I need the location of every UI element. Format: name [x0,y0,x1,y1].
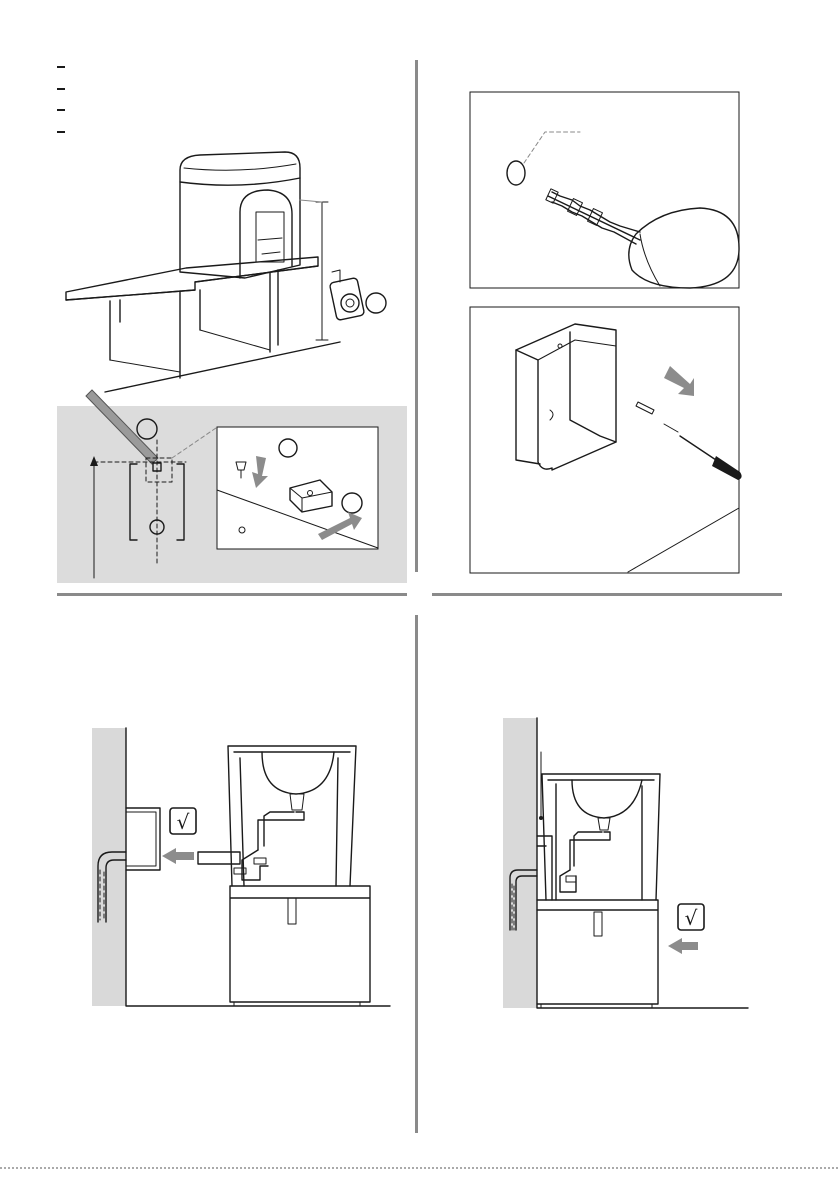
wall-section [92,728,126,1006]
arrow-icon-alt [668,938,698,954]
separator-bottom [415,615,418,1133]
separator-left [57,593,407,596]
arrow-icon [162,848,194,864]
check-mark-icon: √ [170,808,196,834]
panel-wall-drain: √ [92,728,390,1006]
bracket-frame [470,307,739,573]
separator-right [432,593,782,596]
check-mark-glyph: √ [177,810,190,834]
tape-measure-icon [329,270,364,320]
step-number-circle-1 [366,293,386,313]
check-mark-glyph-alt: √ [685,906,698,930]
check-mark-icon-alt: √ [678,904,704,930]
panel-wall-plug-and-bracket [470,92,742,573]
step-list-bullets [57,66,65,133]
wall-section-alt [503,718,537,1008]
basin-on-bench-drawing [66,152,340,392]
panel-measure-and-drill [57,66,407,583]
separator-top [415,60,418,572]
panel-wall-drain-alt: √ [503,718,748,1008]
bracket-inset [217,427,378,549]
drill-frame [470,92,739,288]
